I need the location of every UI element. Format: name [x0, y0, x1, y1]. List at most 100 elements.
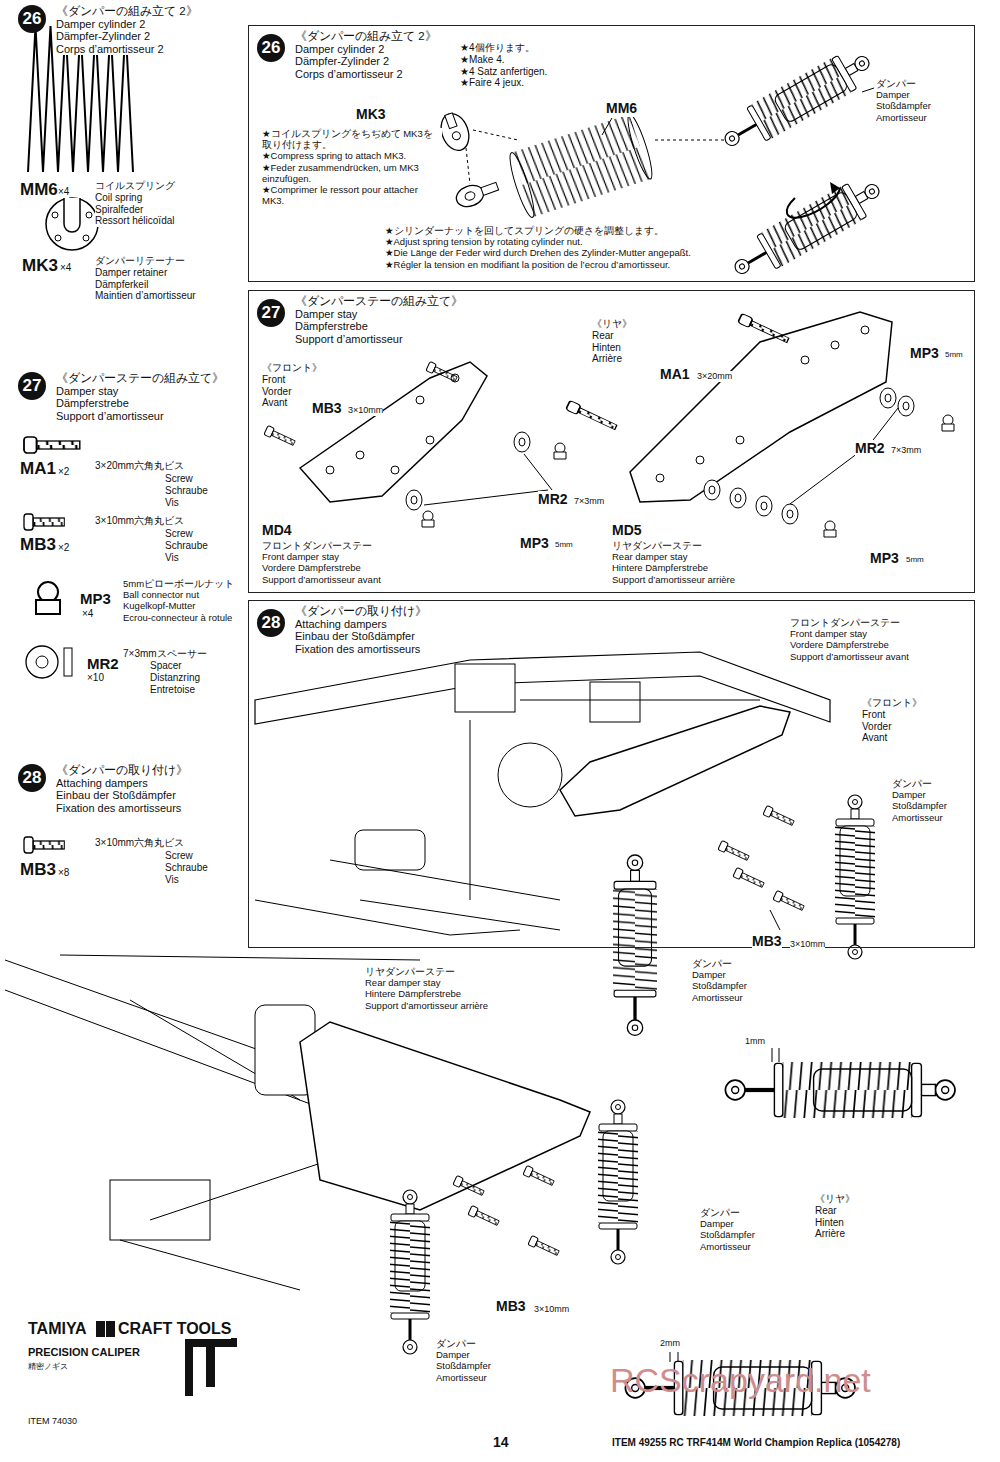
label-group: 3×10mm	[790, 939, 825, 950]
heading-block: 《ダンパーの組み立て 2》Damper cylinder 2Dämpfer-Zy…	[295, 30, 437, 80]
part-label: Vorder	[862, 721, 891, 733]
part-code: MP3	[80, 590, 111, 608]
step-heading: 28《ダンパーの取り付け》Attaching dampersEinbau der…	[18, 764, 188, 814]
part-label: Stoßdämpfer	[700, 1229, 755, 1240]
part-label: ダンパー	[876, 78, 916, 89]
part-code: MP3	[520, 535, 549, 552]
label-group: 5mm	[555, 540, 573, 549]
part-code: MB3	[752, 933, 782, 950]
part-label: Vis	[165, 552, 179, 564]
quantity: ×4	[60, 262, 71, 274]
part-label: ITEM 74030	[28, 1416, 77, 1427]
part-label: PRECISION CALIPER	[28, 1346, 140, 1359]
step-title-translation: Damper cylinder 2	[56, 18, 145, 31]
step-number-circle: 27	[18, 372, 46, 400]
part-label: Damper	[700, 1218, 734, 1229]
part-label: 精密ノギス	[28, 1362, 68, 1371]
step-title-translation: Dämpfer-Zylinder 2	[295, 55, 389, 68]
part-label: Screw	[165, 528, 193, 540]
part-label: Vordere Dämpferstrebe	[262, 562, 361, 573]
label-group: MB3	[496, 1298, 526, 1315]
part-label: Spiralfeder	[95, 204, 143, 216]
part-label: Front damper stay	[262, 551, 339, 562]
part-label: Coil spring	[95, 192, 142, 204]
label-group: 14	[493, 1434, 509, 1451]
part-label: Rear damper stay	[612, 551, 688, 562]
label-group: ★コイルスプリングをちぢめて MK3を取り付けます。★Compress spri…	[262, 128, 442, 206]
part-code: MA1	[20, 459, 56, 479]
part-label: Ressort hélicoïdal	[95, 215, 174, 227]
part-code: MR2	[855, 440, 885, 457]
part-label: Ecrou-connecteur à rotule	[123, 612, 238, 623]
part-code: MM6	[20, 180, 58, 200]
label-group: ITEM 49255 RC TRF414M World Champion Rep…	[612, 1437, 900, 1449]
label-group: MM6	[606, 100, 637, 117]
instruction-note: ★Comprimer le ressort pour attacher MK3.	[262, 184, 442, 206]
label-group: MB3	[20, 860, 56, 880]
part-code: MK3	[22, 256, 58, 276]
instruction-note: ★Die Länge der Feder wird durch Drehen d…	[385, 247, 691, 258]
step-heading: 26《ダンパーの組み立て 2》Damper cylinder 2Dämpfer-…	[18, 5, 198, 55]
part-label: Damper	[876, 89, 910, 100]
part-label: Arrière	[815, 1228, 845, 1240]
part-label: ダンパー	[892, 778, 932, 789]
label-group: ダンパーDamperStoßdämpferAmortisseur	[876, 78, 931, 123]
label-group: 3×10mm	[348, 405, 383, 416]
part-label: TAMIYA	[28, 1320, 87, 1339]
part-label: ダンパーリテーナー	[95, 255, 185, 267]
part-label: Entretoise	[150, 684, 195, 696]
label-group: ScrewSchraubeVis	[165, 473, 208, 508]
part-label: Amortisseur	[892, 812, 943, 823]
step-title: 《ダンパーの取り付け》	[56, 764, 188, 777]
quantity: ×2	[58, 466, 69, 478]
label-group: 精密ノギス	[28, 1362, 68, 1371]
quantity: ×10	[87, 672, 104, 684]
step-number-text: 26	[18, 5, 46, 33]
step-number-circle: 26	[18, 5, 46, 33]
label-group: ×4	[58, 186, 69, 198]
step-number: 28	[257, 609, 285, 637]
label-group: 7×3mm	[574, 496, 604, 507]
step-title-translation: Damper stay	[56, 385, 118, 398]
step-title-translation: Attaching dampers	[56, 777, 148, 790]
label-group: 3×20mm	[697, 371, 732, 382]
label-group: MP3	[520, 535, 549, 552]
step-title-translation: Corps d’amortisseur 2	[56, 43, 164, 56]
label-group: 7×3mm	[891, 445, 921, 456]
dimension: 5mm	[555, 540, 573, 549]
label-group: 5mm	[945, 350, 963, 359]
part-label: Front	[262, 374, 285, 386]
step-title-translation: Damper cylinder 2	[295, 43, 384, 56]
part-label: ITEM 49255 RC TRF414M World Champion Rep…	[612, 1437, 900, 1449]
part-code: MB3	[20, 535, 56, 555]
part-label: Stoßdämpfer	[436, 1360, 491, 1371]
part-code: MR2	[538, 491, 568, 508]
instruction-note: ★Régler la tension en modifiant la posit…	[385, 259, 670, 270]
instruction-note: ★Compress spring to attach MK3.	[262, 150, 442, 161]
label-group: ×10	[87, 672, 104, 684]
step-title-translation: Support d’amortisseur	[295, 333, 403, 346]
label-group: ×4	[82, 608, 93, 620]
part-label: Vordere Dämpferstrebe	[790, 639, 889, 650]
label-group: ダンパーリテーナーDamper retainerDämpferkeilMaint…	[95, 255, 196, 302]
dimension: 1mm	[745, 1036, 765, 1047]
label-group: MA1	[660, 366, 690, 383]
part-label: CRAFT TOOLS	[118, 1320, 231, 1339]
label-group: 3×10mm六角丸ビス	[95, 515, 184, 527]
part-label: ダンパー	[436, 1338, 476, 1349]
part-label: 《リヤ》	[815, 1193, 855, 1205]
label-group: ×8	[58, 867, 69, 879]
part-label: Stoßdämpfer	[692, 980, 747, 991]
label-group: MR2	[538, 491, 568, 508]
label-group: MR2	[855, 440, 885, 457]
part-code: MK3	[356, 106, 386, 123]
part-label: Support d’amortisseur avant	[262, 574, 381, 585]
label-group: フロントダンパーステーFront damper stayVordere Dämp…	[790, 617, 909, 662]
part-label: Amortisseur	[692, 992, 743, 1003]
dimension: 3×20mm	[697, 371, 732, 382]
part-label: フロントダンパーステー	[790, 617, 900, 628]
step-number-text: 28	[257, 609, 285, 637]
instruction-note: ★4個作ります。	[460, 42, 535, 54]
label-group: 5mmピローボールナットBall connector nutKugelkopf-…	[123, 578, 238, 623]
part-label: 《フロント》	[262, 362, 322, 374]
